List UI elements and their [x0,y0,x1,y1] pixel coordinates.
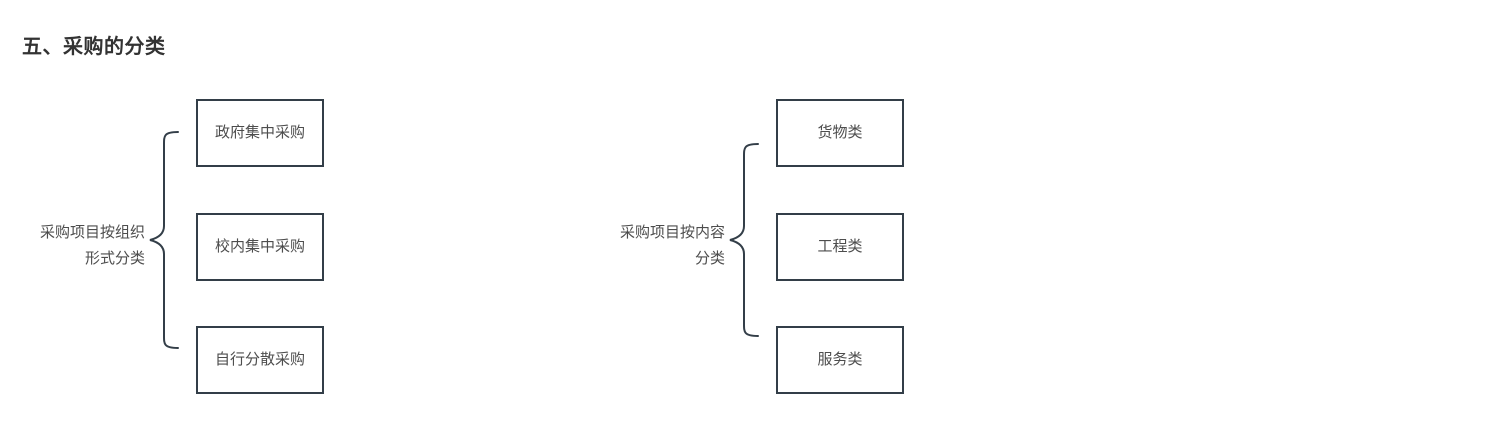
node-label: 政府集中采购 [214,124,305,141]
group-label-content-type: 采购项目按内容 分类 [619,224,725,267]
node-label: 工程类 [817,238,863,255]
page-title: 五、采购的分类 [22,36,166,58]
curly-brace-icon-organization-form [149,131,179,349]
node-label: 货物类 [817,124,863,141]
node-box[interactable]: 政府集中采购 [196,99,324,167]
node-label: 校内集中采购 [214,238,305,255]
node-label: 服务类 [817,351,863,368]
curly-brace-icon-content-type [729,143,759,337]
node-box[interactable]: 工程类 [776,213,904,281]
node-box[interactable]: 货物类 [776,99,904,167]
node-label: 自行分散采购 [214,351,305,368]
group-label-organization-form: 采购项目按组织 形式分类 [39,224,145,267]
node-box[interactable]: 服务类 [776,326,904,394]
node-box[interactable]: 自行分散采购 [196,326,324,394]
node-box[interactable]: 校内集中采购 [196,213,324,281]
